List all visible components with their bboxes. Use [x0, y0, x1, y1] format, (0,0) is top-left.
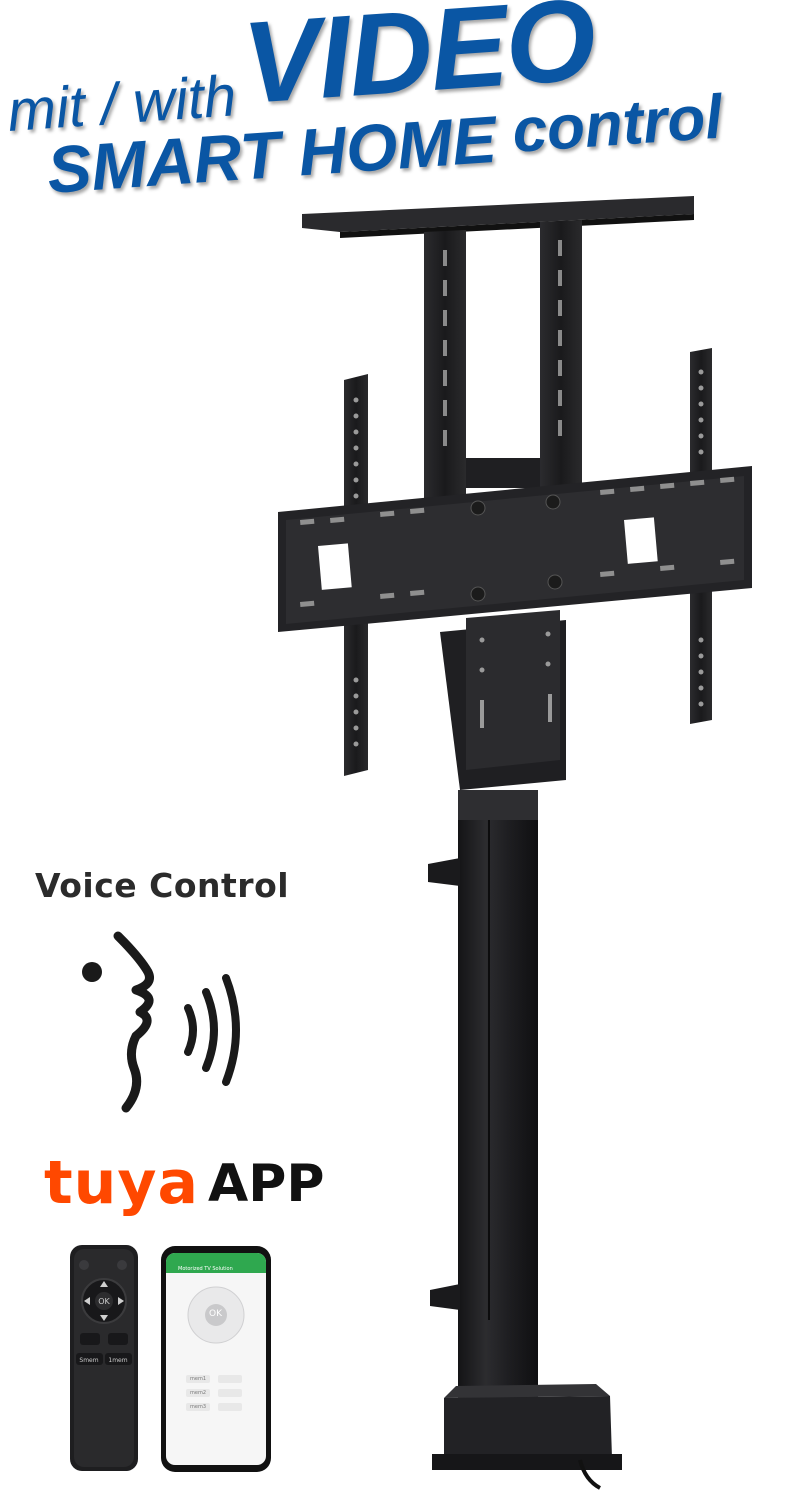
- phone-preset-2: mem2: [190, 1390, 206, 1396]
- voice-control-title: Voice Control: [35, 866, 290, 905]
- remote-ok-label: OK: [98, 1297, 110, 1306]
- phone-ok-label: OK: [209, 1309, 222, 1319]
- phone-app-title: Motorized TV Solution: [178, 1266, 233, 1272]
- tuya-app-label: tuya APP: [44, 1148, 364, 1228]
- remote-control-image: OK Smem 1mem: [70, 1245, 138, 1471]
- remote-memory-1-label: Smem: [79, 1357, 98, 1364]
- remote-memory-2-label: 1mem: [108, 1357, 127, 1364]
- voice-speaking-icon: [82, 931, 240, 1113]
- phone-preset-1: mem1: [190, 1376, 206, 1382]
- tuya-logo: tuya: [44, 1148, 199, 1218]
- app-label: APP: [208, 1154, 325, 1214]
- smartphone-app-image: [161, 1246, 271, 1472]
- phone-preset-3: mem3: [190, 1404, 206, 1410]
